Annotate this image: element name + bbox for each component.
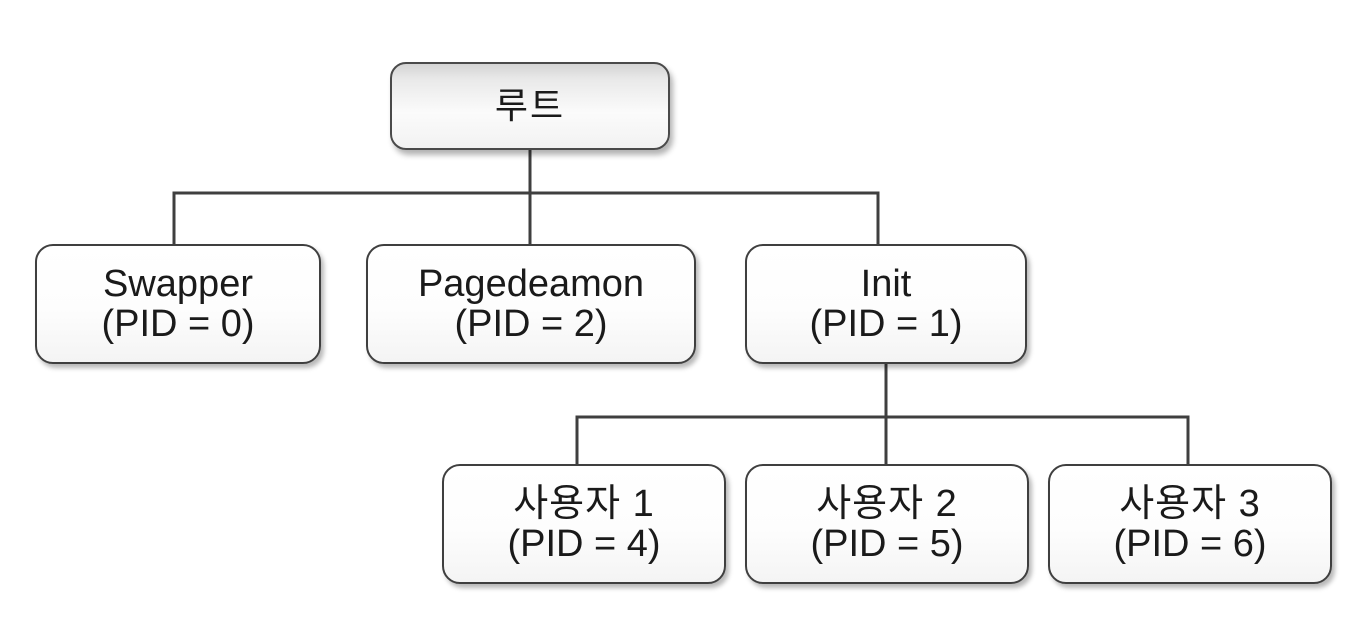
node-pagedeamon-pid: (PID = 2)	[454, 303, 608, 345]
node-user-2-name: 사용자 2	[816, 482, 958, 525]
node-user-3-name: 사용자 3	[1119, 482, 1261, 525]
node-root[interactable]: 루트	[390, 62, 670, 150]
node-swapper-name: Swapper	[103, 262, 253, 305]
node-user-1[interactable]: 사용자 1 (PID = 4)	[442, 464, 726, 584]
node-pagedeamon-name: Pagedeamon	[417, 262, 645, 305]
node-pagedeamon[interactable]: Pagedeamon (PID = 2)	[366, 244, 696, 364]
node-user-2[interactable]: 사용자 2 (PID = 5)	[745, 464, 1029, 584]
node-root-label: 루트	[494, 84, 566, 126]
node-user-3[interactable]: 사용자 3 (PID = 6)	[1048, 464, 1332, 584]
node-user-1-name: 사용자 1	[513, 482, 655, 525]
node-init[interactable]: Init (PID = 1)	[745, 244, 1027, 364]
node-user-2-pid: (PID = 5)	[810, 523, 964, 565]
node-swapper[interactable]: Swapper (PID = 0)	[35, 244, 321, 364]
node-swapper-pid: (PID = 0)	[101, 303, 255, 345]
node-user-1-pid: (PID = 4)	[507, 523, 661, 565]
node-init-pid: (PID = 1)	[809, 303, 963, 345]
node-user-3-pid: (PID = 6)	[1113, 523, 1267, 565]
node-init-name: Init	[860, 262, 912, 305]
